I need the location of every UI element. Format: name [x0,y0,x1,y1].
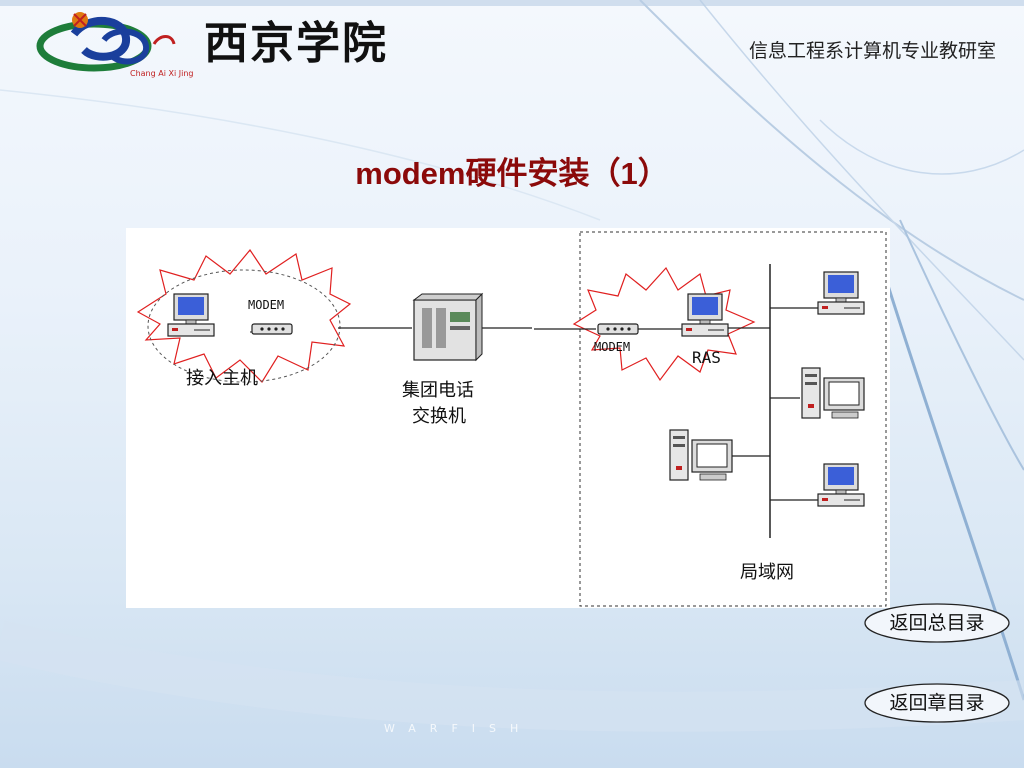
logo-caption: Chang Ai Xi Jing [130,69,193,78]
lan-computer-4-icon [817,463,865,507]
back-to-main-toc-button[interactable]: 返回总目录 [862,602,1012,644]
modem-left-label: MODEM [248,298,285,312]
back-to-chapter-toc-label: 返回章目录 [889,692,985,714]
access-host-computer-icon [167,293,215,337]
back-to-main-toc-label: 返回总目录 [889,612,985,634]
modem-left-icon [251,323,293,335]
school-name: 西京学院 [204,18,388,69]
lan-computer-2-icon [801,367,865,419]
exchange-label-line2: 交换机 [412,406,466,427]
network-diagram: MODEM 接入主机 集团电话 交换机 MODEM RAS 局域网 [126,228,890,608]
back-to-chapter-toc-button[interactable]: 返回章目录 [862,682,1012,724]
ras-label: RAS [692,348,721,367]
school-logo: Chang Ai Xi Jing [36,12,193,78]
modem-right-icon [597,323,639,335]
exchange-label-line1: 集团电话 [402,380,474,401]
lan-computer-3-icon [669,429,733,481]
pbx-switch-icon [412,292,484,362]
access-host-label: 接入主机 [186,368,258,389]
burst-left [136,248,352,383]
ras-server-icon [681,293,729,337]
page-title: modem硬件安装（1） [355,156,669,191]
department-label: 信息工程系计算机专业教研室 [748,40,996,62]
modem-right-label: MODEM [594,340,631,354]
lan-label: 局域网 [740,562,794,583]
watermark: WARFISH [384,722,533,735]
lan-computer-1-icon [817,271,865,315]
